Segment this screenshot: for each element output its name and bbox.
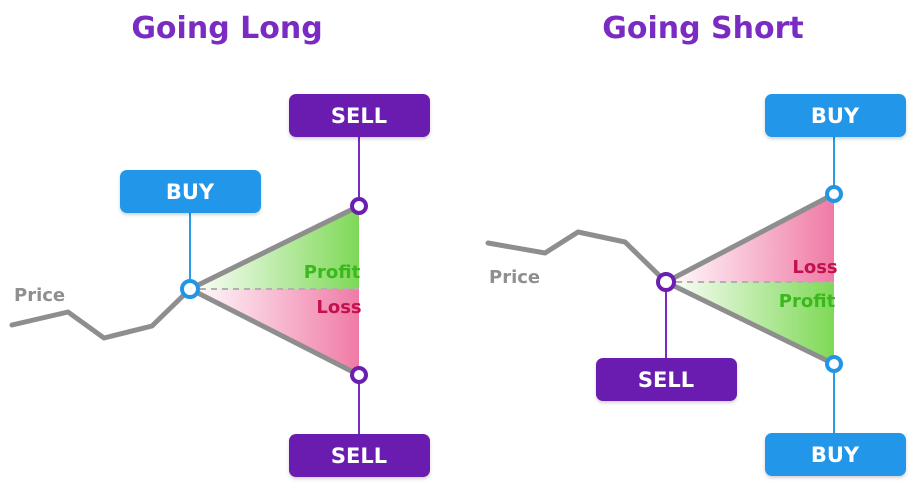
long-lower-sell-button[interactable]: SELL xyxy=(289,434,430,477)
long-upper-sell-button-label: SELL xyxy=(331,104,387,128)
short-upper-exit-marker xyxy=(825,185,843,203)
short-lower-buy-button-label: BUY xyxy=(811,443,860,467)
short-loss-label: Loss xyxy=(792,257,837,278)
long-upper-exit-marker xyxy=(350,197,368,215)
long-panel: Going Long Price Profit Loss BUY SELL xyxy=(9,11,430,477)
short-lower-edge xyxy=(663,279,837,367)
long-buy-button-label: BUY xyxy=(166,180,215,204)
long-upper-sell-button[interactable]: SELL xyxy=(289,94,430,137)
long-lower-edge xyxy=(187,286,362,378)
short-lower-buy-button[interactable]: BUY xyxy=(765,433,906,476)
long-title: Going Long xyxy=(131,11,322,46)
short-title: Going Short xyxy=(602,11,804,46)
short-panel: Going Short Price Loss Profit SELL BUY xyxy=(485,11,906,476)
long-buy-button[interactable]: BUY xyxy=(120,170,261,213)
short-profit-label: Profit xyxy=(779,291,836,312)
short-sell-button[interactable]: SELL xyxy=(596,358,737,401)
long-price-label: Price xyxy=(14,285,65,306)
long-entry-marker xyxy=(180,279,200,299)
short-upper-buy-button-label: BUY xyxy=(811,104,860,128)
long-price-line xyxy=(9,286,193,341)
long-profit-label: Profit xyxy=(304,262,361,283)
long-lower-sell-button-label: SELL xyxy=(331,444,387,468)
short-sell-button-label: SELL xyxy=(638,368,694,392)
short-price-label: Price xyxy=(489,267,540,288)
short-entry-marker xyxy=(656,272,676,292)
short-lower-exit-marker xyxy=(825,355,843,373)
long-lower-exit-marker xyxy=(350,366,368,384)
long-upper-edge xyxy=(187,203,362,292)
short-upper-edge xyxy=(663,191,837,285)
long-loss-label: Loss xyxy=(316,297,361,318)
short-upper-buy-button[interactable]: BUY xyxy=(765,94,906,137)
short-price-line xyxy=(485,229,669,285)
